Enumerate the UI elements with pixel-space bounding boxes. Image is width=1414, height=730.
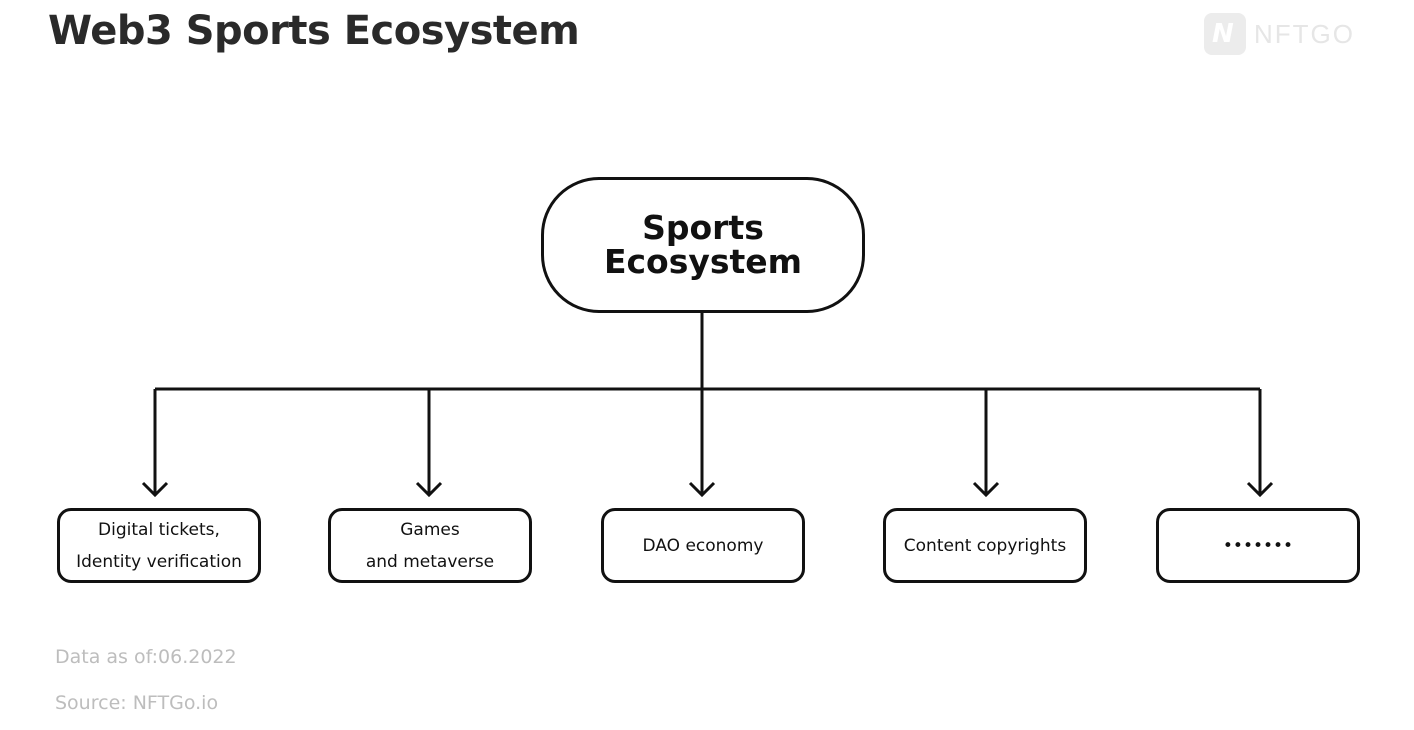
arrowhead-icon xyxy=(1246,481,1274,498)
page-title: Web3 Sports Ecosystem xyxy=(48,8,580,54)
child-node-dao-economy: DAO economy xyxy=(601,508,805,583)
nftgo-logo: N NFTGO xyxy=(1204,12,1355,56)
arrowhead-icon xyxy=(972,481,1000,498)
nftgo-logo-text: NFTGO xyxy=(1254,18,1355,49)
arrowhead-icon xyxy=(141,481,169,498)
nftgo-logo-icon: N xyxy=(1204,13,1246,55)
child-node-digital-tickets: Digital tickets, Identity verification xyxy=(57,508,261,583)
source-note: Source: NFTGo.io xyxy=(55,692,219,714)
arrowhead-icon xyxy=(688,481,716,498)
child-node-more: ••••••• xyxy=(1156,508,1360,583)
child-node-label: Digital tickets, Identity verification xyxy=(76,519,242,572)
arrowhead-icon xyxy=(415,481,443,498)
child-node-games-metaverse: Games and metaverse xyxy=(328,508,532,583)
child-node-label: DAO economy xyxy=(642,535,764,556)
child-node-label: Content copyrights xyxy=(903,535,1067,556)
data-as-of-note: Data as of:06.2022 xyxy=(55,646,237,668)
root-node-label: Sports Ecosystem xyxy=(603,208,803,281)
child-node-label: Games and metaverse xyxy=(365,519,495,572)
root-node-sports-ecosystem: Sports Ecosystem xyxy=(541,177,865,313)
child-node-content-copyrights: Content copyrights xyxy=(883,508,1087,583)
child-node-label: ••••••• xyxy=(1222,535,1294,556)
